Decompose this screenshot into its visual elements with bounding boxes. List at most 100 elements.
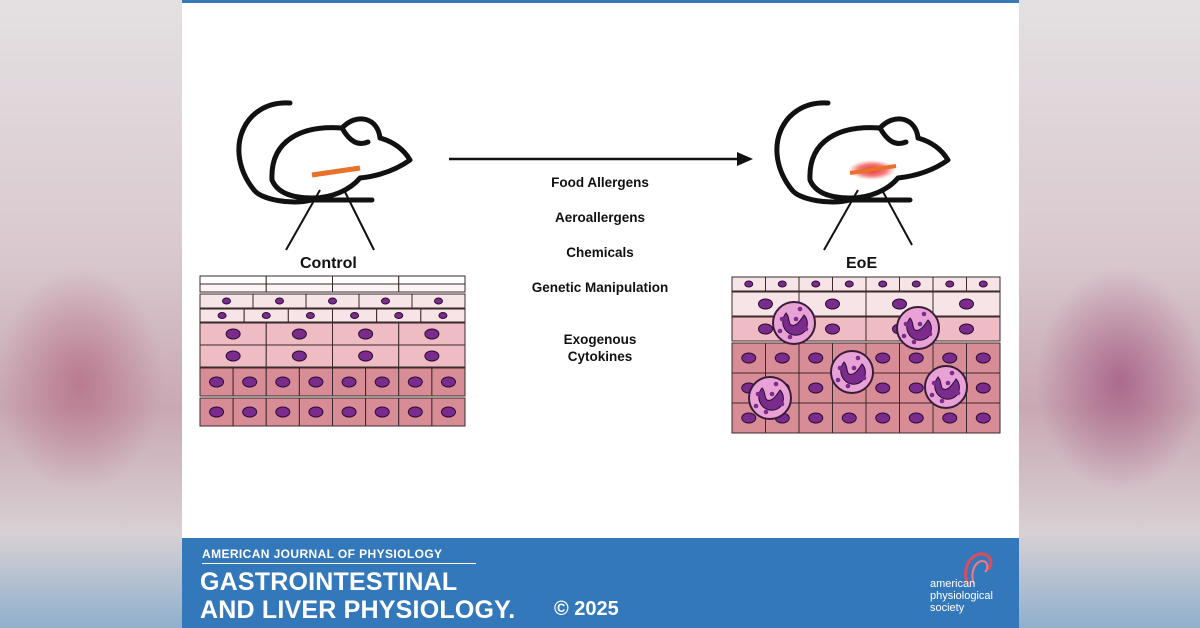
cell-nucleus [975, 352, 991, 364]
eosinophil-granule [945, 380, 951, 386]
eosinophil-granule [949, 370, 955, 376]
cell-nucleus [407, 376, 423, 388]
cell-nucleus [275, 297, 284, 305]
epithelial-cell [398, 275, 466, 285]
cell-nucleus [875, 352, 891, 364]
eosinophil-granule [769, 391, 775, 397]
eosinophils [748, 301, 968, 420]
cell-nucleus [291, 350, 307, 362]
cell-nucleus [825, 323, 840, 335]
cell-nucleus [942, 352, 958, 364]
cell-nucleus [741, 352, 757, 364]
cell-nucleus [978, 280, 988, 288]
epithelial-cell [398, 283, 466, 293]
eoe-zoom-line-left [823, 189, 859, 251]
eoe-diagram [199, 100, 1001, 434]
cell-nucleus [440, 406, 456, 418]
eosinophil-granule [931, 380, 937, 386]
eosinophil-cell [830, 350, 874, 394]
cell-nucleus [341, 406, 357, 418]
eosinophil-granule [927, 331, 933, 337]
journal-series-name: AMERICAN JOURNAL OF PHYSIOLOGY [202, 547, 443, 561]
journal-title-line1: GASTROINTESTINAL [200, 568, 458, 596]
cell-nucleus [374, 406, 390, 418]
eosinophil-granule [803, 326, 809, 332]
eosinophil-granule [777, 328, 783, 334]
factor-exogenous-cytokines: Exogenous Cytokines [563, 332, 637, 364]
factor-aeroallergens: Aeroallergens [554, 210, 646, 225]
cell-nucleus [434, 297, 443, 305]
cell-nucleus [358, 350, 374, 362]
cell-nucleus [242, 376, 258, 388]
eosinophil-nucleus [840, 361, 866, 385]
cell-nucleus [774, 352, 790, 364]
eosinophil-granule [779, 401, 785, 407]
eoe-esophagus [849, 164, 897, 175]
eosinophil-granule [779, 316, 785, 322]
aps-logo-text: american physiological society [930, 578, 993, 614]
cell-nucleus [911, 280, 921, 288]
eosinophil-cell [748, 376, 792, 420]
journal-footer: AMERICAN JOURNAL OF PHYSIOLOGY GASTROINT… [182, 538, 1019, 628]
eosinophil-membrane [924, 365, 968, 409]
cell-nucleus [424, 350, 440, 362]
eoe-mouse-icon [774, 100, 951, 205]
eosinophil-nucleus [782, 312, 808, 336]
cell-nucleus [374, 376, 390, 388]
eosinophil-granule [955, 390, 961, 396]
eosinophil-granule [929, 392, 935, 398]
control-zoom-line-left [285, 189, 321, 251]
eoe-zoom-line-right [881, 189, 913, 246]
cell-nucleus [808, 382, 824, 394]
eosinophil-granule [851, 365, 857, 371]
factor-genetic-manipulation: Genetic Manipulation [531, 280, 669, 295]
control-label: Control [300, 255, 357, 272]
cell-nucleus [438, 312, 448, 319]
eosinophil-granule [837, 365, 843, 371]
cell-nucleus [959, 323, 974, 335]
cell-nucleus [328, 297, 337, 305]
progression-arrow [449, 152, 753, 166]
cell-nucleus [407, 406, 423, 418]
cell-nucleus [394, 312, 404, 319]
eosinophil-granule [939, 398, 945, 404]
eoe-label: EoE [846, 255, 878, 272]
eosinophil-granule [855, 355, 861, 361]
cell-nucleus [440, 376, 456, 388]
cell-nucleus [275, 406, 291, 418]
cell-nucleus [305, 312, 315, 319]
eosinophil-granule [797, 306, 803, 312]
cell-nucleus [424, 328, 440, 340]
epithelial-cell [932, 291, 1001, 317]
cell-nucleus [217, 312, 227, 319]
cell-nucleus [222, 297, 231, 305]
cell-nucleus [875, 382, 891, 394]
eosinophil-granule [763, 409, 769, 415]
journal-title: GASTROINTESTINAL AND LIVER PHYSIOLOGY. [200, 568, 515, 624]
cell-nucleus [825, 298, 840, 310]
cell-nucleus [844, 280, 854, 288]
figure-card: Control EoE Food Allergens Aeroallergens… [182, 0, 1019, 628]
epithelial-cell [265, 283, 333, 293]
epithelial-cell [199, 283, 267, 293]
cell-nucleus [758, 323, 773, 335]
eosinophil-granule [911, 339, 917, 345]
cell-nucleus [808, 352, 824, 364]
cell-nucleus [908, 352, 924, 364]
control-esophagus [311, 165, 361, 178]
cell-nucleus [945, 280, 955, 288]
eosinophil-membrane [772, 301, 816, 345]
factor-chemicals: Chemicals [566, 245, 634, 260]
epithelial-cell [332, 283, 400, 293]
epithelial-cell [398, 367, 433, 397]
eosinophil-granule [753, 403, 759, 409]
control-epithelium [199, 275, 466, 427]
eosinophil-granule [835, 377, 841, 383]
cell-nucleus [242, 406, 258, 418]
cell-nucleus [908, 412, 924, 424]
eosinophil-granule [921, 311, 927, 317]
cell-nucleus [291, 328, 307, 340]
eosinophil-nucleus [906, 317, 932, 341]
eosinophil-cell [896, 306, 940, 350]
eosinophil-granule [773, 381, 779, 387]
